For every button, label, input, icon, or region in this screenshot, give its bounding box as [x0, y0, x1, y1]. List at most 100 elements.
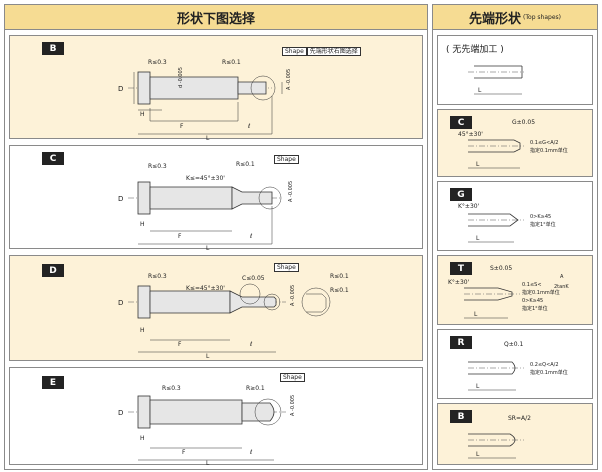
code-badge-d: D [42, 264, 64, 277]
d-label: D [118, 409, 123, 417]
radius-label-1: R≤0.3 [148, 163, 167, 170]
f-label: F [178, 341, 182, 348]
radius-label-3: R≤0.1 [330, 287, 349, 294]
l-label: L [476, 235, 480, 242]
code-badge-t: T [450, 262, 472, 275]
note-2: 指定0.1mm单位 [530, 369, 568, 376]
h-label: H [140, 111, 145, 118]
g-label: G±0.05 [512, 119, 535, 126]
tip-t[interactable]: T S±0.05 K°±30' A 0.1≤S< 2tanK 指定0.1mm单位… [437, 255, 593, 325]
k-angle-label: K≤=45°±30' [186, 175, 225, 182]
radius-label-2: R≤0.1 [222, 59, 241, 66]
shape-selection-title: 形状下图选择 [5, 5, 427, 30]
tip-b-drawing: SR=A/2 L [468, 415, 531, 459]
radius-label-2: R≤0.1 [330, 273, 349, 280]
chamfer-label: C≤0.05 [242, 275, 265, 282]
k-label: K°±30' [458, 203, 480, 210]
radius-label-2: R≥0.1 [246, 385, 265, 392]
l-label: L [476, 383, 480, 390]
d-tol-label: d -0.005 [178, 67, 184, 88]
shape-callout-c: Shape [274, 154, 299, 164]
k-label: K°±30' [448, 279, 470, 286]
row-b[interactable]: B R≤0.3 R≤0.1 D H F L ℓ d -0.005 A -0.00… [9, 35, 423, 142]
l-label: L [206, 460, 210, 467]
h-label: H [140, 435, 145, 442]
pin-drawing-c: R≤0.3 R≤0.1 K≤=45°±30' D H F L ℓ A -0.00… [118, 161, 294, 252]
tip-none-drawing: L [468, 65, 524, 95]
code-badge-c: C [450, 116, 472, 129]
a-tol-label: A -0.005 [290, 395, 296, 416]
l-label: L [476, 451, 480, 458]
note-1: 0.1≤G<A/2 [530, 140, 559, 146]
tip-none[interactable]: ( 无先端加工 ) L [437, 35, 593, 105]
shape-callout-d: Shape [274, 262, 299, 272]
s-label: S±0.05 [490, 265, 512, 272]
code-badge-c: C [42, 152, 64, 165]
ell-label: ℓ [249, 449, 252, 456]
code-badge-e: E [42, 376, 64, 389]
tip-g[interactable]: G K°±30' 0>K≥45 指定1°单位 L [437, 181, 593, 251]
l-label: L [474, 311, 478, 318]
f-label: F [180, 123, 184, 130]
d-label: D [118, 195, 123, 203]
radius-label-1: R≤0.3 [148, 59, 167, 66]
l-label: L [206, 135, 210, 142]
q-label: Q±0.1 [504, 341, 523, 348]
tip-b[interactable]: B SR=A/2 L [437, 403, 593, 465]
note-1: 0>K≥45 [530, 214, 551, 220]
pin-drawing-b: R≤0.3 R≤0.1 D H F L ℓ d -0.005 A -0.005 [118, 59, 292, 142]
ell-label: ℓ [247, 123, 250, 130]
l-label: L [206, 353, 210, 360]
tip-t-drawing: S±0.05 K°±30' A 0.1≤S< 2tanK 指定0.1mm单位 0… [448, 265, 569, 319]
ell-label: ℓ [249, 233, 252, 240]
a-label: A [560, 274, 564, 280]
a-tol-label: A -0.005 [290, 285, 296, 306]
top-shapes-panel: 先端形状(Top shapes) ( 无先端加工 ) L C G±0.05 45… [432, 4, 598, 470]
note-2: 指定0.1mm单位 [522, 289, 560, 296]
l-label: L [478, 87, 482, 94]
radius-label-1: R≤0.3 [148, 273, 167, 280]
f-label: F [182, 449, 186, 456]
note-1: 0.2≤Q<A/2 [530, 362, 559, 368]
tip-c[interactable]: C G±0.05 45°±30' 0.1≤G<A/2 指定0.1mm单位 L [437, 109, 593, 177]
row-c[interactable]: C R≤0.3 R≤0.1 K≤=45°±30' D H F L ℓ A -0.… [9, 145, 423, 252]
f-label: F [178, 233, 182, 240]
h-label: H [140, 327, 145, 334]
l-label: L [206, 245, 210, 252]
a-tol-label: A -0.005 [288, 181, 294, 202]
code-badge-r: R [450, 336, 472, 349]
note-4: 指定1°单位 [522, 305, 548, 312]
code-badge-g: G [450, 188, 472, 201]
l-label: L [476, 161, 480, 168]
sr-label: SR=A/2 [508, 415, 531, 422]
shape-callout-e: Shape [280, 372, 305, 382]
a-tol-label: A -0.005 [286, 69, 292, 90]
tip-g-drawing: K°±30' 0>K≥45 指定1°单位 L [458, 203, 556, 243]
code-badge-b: B [42, 42, 64, 55]
note-3: 0>K≥45 [522, 298, 543, 304]
note-1b: 2tanK [554, 284, 569, 290]
tip-r[interactable]: R Q±0.1 0.2≤Q<A/2 指定0.1mm单位 L [437, 329, 593, 399]
tip-c-drawing: G±0.05 45°±30' 0.1≤G<A/2 指定0.1mm单位 L [458, 119, 568, 169]
note-1: 0.1≤S< [522, 282, 542, 288]
k-angle-label: K≤=45°±30' [186, 285, 225, 292]
tip-none-label: ( 无先端加工 ) [446, 45, 504, 55]
code-badge-b: B [450, 410, 472, 423]
pin-drawing-d: R≤0.3 K≤=45°±30' C≤0.05 R≤0.1 R≤0.1 D H … [118, 273, 349, 360]
d-label: D [118, 85, 123, 93]
tip-r-drawing: Q±0.1 0.2≤Q<A/2 指定0.1mm单位 L [468, 341, 568, 391]
note-2: 指定0.1mm单位 [530, 147, 568, 154]
top-shapes-title: 先端形状(Top shapes) [433, 5, 597, 30]
pin-drawing-e: R≤0.3 R≥0.1 D H F L ℓ A -0.005 [118, 385, 296, 467]
shape-selection-panel: 形状下图选择 B R≤0.3 R≤0.1 D H F L ℓ d -0.005 … [4, 4, 428, 470]
ell-label: ℓ [249, 341, 252, 348]
h-label: H [140, 221, 145, 228]
radius-label-1: R≤0.3 [162, 385, 181, 392]
d-label: D [118, 299, 123, 307]
row-e[interactable]: E R≤0.3 R≥0.1 D H F L ℓ A -0.005 Shape [9, 367, 423, 467]
radius-label-2: R≤0.1 [236, 161, 255, 168]
note-2: 指定1°单位 [530, 221, 556, 228]
row-d[interactable]: D R≤0.3 K≤=45°±30' C≤0.05 R≤0.1 R≤0.1 D … [9, 255, 423, 361]
angle-label: 45°±30' [458, 131, 483, 138]
